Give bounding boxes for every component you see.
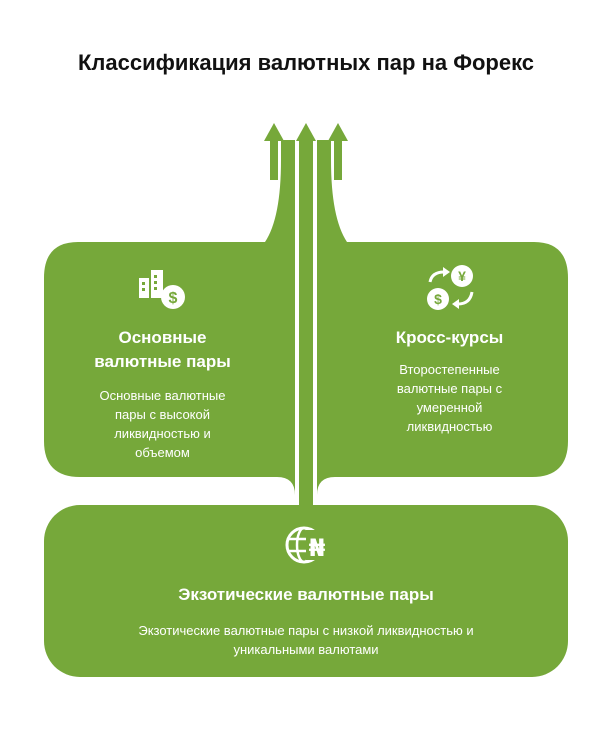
exotic-desc-1: Экзотические валютные пары с низкой ликв… bbox=[138, 623, 474, 638]
svg-text:₦: ₦ bbox=[309, 534, 326, 562]
cross-desc-4: ликвидностью bbox=[406, 419, 493, 434]
major-desc-1: Основные валютные bbox=[99, 388, 226, 403]
svg-text:$: $ bbox=[169, 290, 178, 307]
major-box bbox=[44, 140, 295, 495]
globe-naira-icon: ₦ bbox=[285, 526, 328, 564]
svg-text:$: $ bbox=[434, 291, 442, 307]
major-heading-1: Основные bbox=[118, 328, 207, 347]
exotic-desc-2: уникальными валютами bbox=[233, 642, 379, 657]
major-heading-2: валютные пары bbox=[94, 352, 231, 371]
cross-box bbox=[317, 140, 568, 495]
major-desc-3: ликвидностью и bbox=[114, 426, 211, 441]
buildings-dollar-icon: $ bbox=[139, 270, 185, 309]
exotic-heading: Экзотические валютные пары bbox=[178, 585, 434, 604]
cross-desc-3: умеренной bbox=[416, 400, 483, 415]
major-desc-2: пары с высокой bbox=[114, 407, 211, 422]
svg-text:¥: ¥ bbox=[458, 268, 466, 284]
center-arrow-head bbox=[296, 123, 316, 141]
cross-desc-2: валютные пары с bbox=[396, 381, 503, 396]
right-arrow-head bbox=[328, 123, 348, 141]
exotic-box bbox=[44, 505, 568, 677]
currency-exchange-icon: ¥ $ bbox=[427, 265, 474, 310]
page-title: Классификация валютных пар на Форекс bbox=[77, 50, 535, 75]
cross-heading: Кросс-курсы bbox=[395, 328, 504, 347]
cross-desc-1: Второстепенные bbox=[399, 362, 500, 377]
major-desc-4: объемом bbox=[135, 445, 190, 460]
center-stem bbox=[299, 140, 313, 510]
left-arrow-head bbox=[264, 123, 284, 141]
